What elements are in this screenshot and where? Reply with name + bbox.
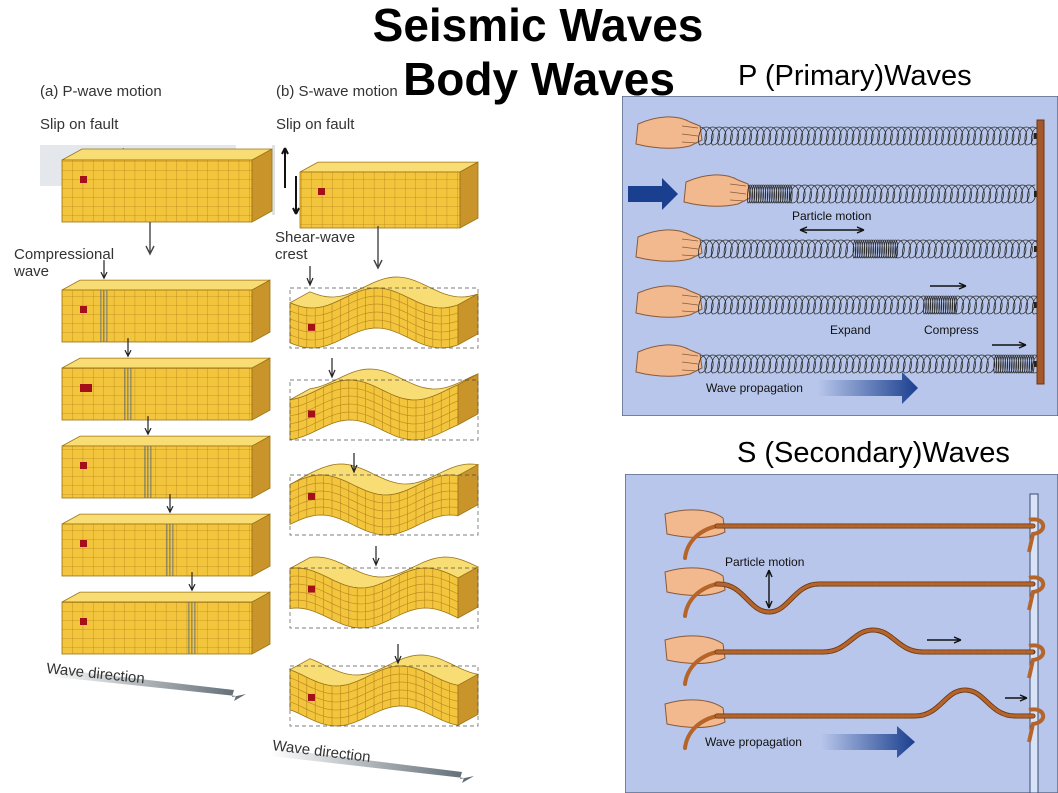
shear-wave-block xyxy=(289,546,479,629)
shear-wave-block xyxy=(289,453,480,536)
shear-wave-crest-label: Shear-wave xyxy=(275,229,355,246)
slinky-row xyxy=(635,285,703,318)
shear-wave-block xyxy=(289,644,480,727)
p-propagation-arrow-icon xyxy=(818,372,918,404)
page-subtitle: Body Waves xyxy=(403,53,675,105)
p-waves-heading: P (Primary)Waves xyxy=(738,60,972,92)
p-wave-block xyxy=(61,148,273,223)
s-wave-motion-title: (b) S-wave motion xyxy=(276,83,398,100)
s-wave-propagation-label: Wave propagation xyxy=(705,735,802,749)
p-wave-slinky-panel: Particle motion Expand Compress Wave pro… xyxy=(622,96,1058,416)
p-wave-block xyxy=(61,494,271,577)
slinky-row xyxy=(635,344,703,377)
rope-row xyxy=(664,509,1045,560)
hand-icon xyxy=(635,285,703,318)
slinky-row xyxy=(683,174,751,207)
hand-icon xyxy=(664,699,726,728)
page-title: Seismic Waves xyxy=(372,0,704,51)
s-waves-heading: S (Secondary)Waves xyxy=(737,439,1010,468)
rope-row xyxy=(664,687,1045,750)
body-wave-block-diagram: (a) P-wave motion (b) S-wave motion Slip… xyxy=(13,83,480,783)
shear-wave-crest-label-2: crest xyxy=(275,246,308,263)
compressional-wave-label: Compressional xyxy=(14,246,114,263)
hand-icon xyxy=(635,344,703,377)
hand-icon xyxy=(635,229,703,262)
s-wave-rope-panel: Particle motion Wave propagation xyxy=(625,474,1058,793)
s-particle-motion-label: Particle motion xyxy=(725,555,804,569)
p-wave-block xyxy=(61,338,271,421)
slip-on-fault-label-a: Slip on fault xyxy=(40,116,119,133)
p-wave-motion-title: (a) P-wave motion xyxy=(40,83,162,100)
wave-direction-label-a: Wave direction xyxy=(46,660,146,687)
rope-row xyxy=(664,567,1045,618)
shear-wave-block xyxy=(289,358,479,441)
p-particle-motion-label: Particle motion xyxy=(792,209,871,223)
wave-direction-arrow-a xyxy=(46,668,246,701)
expand-label: Expand xyxy=(830,323,871,337)
hand-icon xyxy=(664,635,726,664)
p-wave-block xyxy=(61,572,271,655)
wave-direction-arrow-b xyxy=(270,748,474,783)
slip-on-fault-label-b: Slip on fault xyxy=(276,116,355,133)
p-wave-propagation-label: Wave propagation xyxy=(706,381,803,395)
p-wave-block xyxy=(61,260,271,343)
slinky-row xyxy=(635,229,703,262)
compressional-wave-label-2: wave xyxy=(13,263,49,280)
hand-icon xyxy=(635,116,703,149)
s-propagation-arrow-icon xyxy=(821,726,915,758)
slinky-row xyxy=(635,116,703,149)
p-wave-block xyxy=(61,416,271,499)
compress-label: Compress xyxy=(924,323,979,337)
push-arrow-icon xyxy=(628,178,678,210)
shear-wave-block xyxy=(289,266,479,349)
shear-wave-block xyxy=(299,161,479,229)
rope-row xyxy=(664,627,1045,686)
hand-icon xyxy=(664,509,726,538)
hand-icon xyxy=(664,567,726,596)
